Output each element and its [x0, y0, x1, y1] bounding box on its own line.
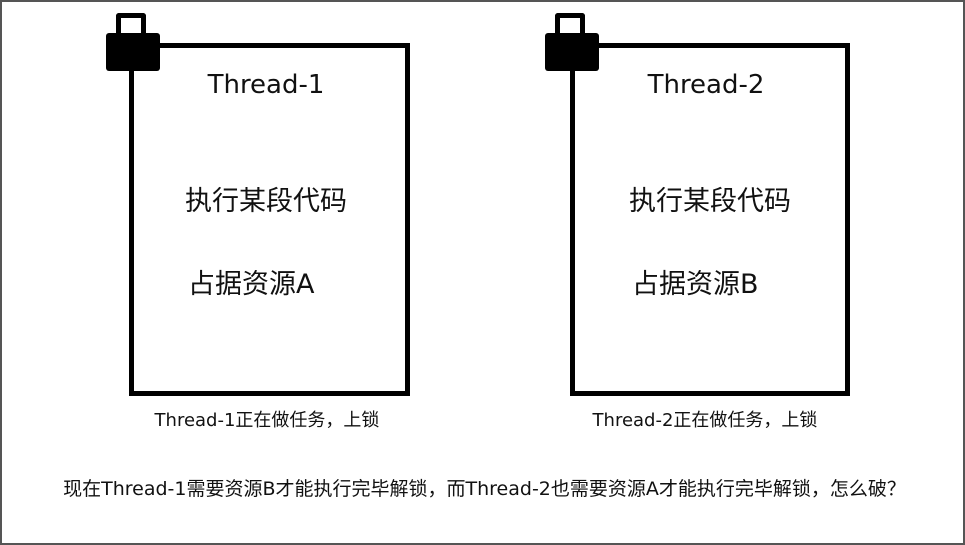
thread-1-resource: 占据资源A	[188, 269, 315, 300]
thread-1-task: 执行某段代码	[185, 186, 347, 217]
thread-2-box	[570, 43, 850, 396]
lock-shackle	[555, 13, 585, 40]
lock-icon	[106, 13, 160, 71]
lock-body	[545, 33, 599, 71]
thread-1-caption: Thread-1正在做任务，上锁	[154, 410, 380, 431]
deadlock-question: 现在Thread-1需要资源B才能执行完毕解锁，而Thread-2也需要资源A才…	[63, 478, 906, 500]
thread-2-task: 执行某段代码	[629, 186, 791, 217]
thread-1-title: Thread-1	[207, 70, 325, 100]
thread-2-resource: 占据资源B	[632, 269, 759, 300]
thread-2-title: Thread-2	[647, 70, 765, 100]
lock-body	[106, 33, 160, 71]
thread-2-caption: Thread-2正在做任务，上锁	[592, 410, 818, 431]
lock-shackle	[116, 13, 146, 40]
lock-icon	[545, 13, 599, 71]
thread-1-box	[129, 43, 410, 396]
